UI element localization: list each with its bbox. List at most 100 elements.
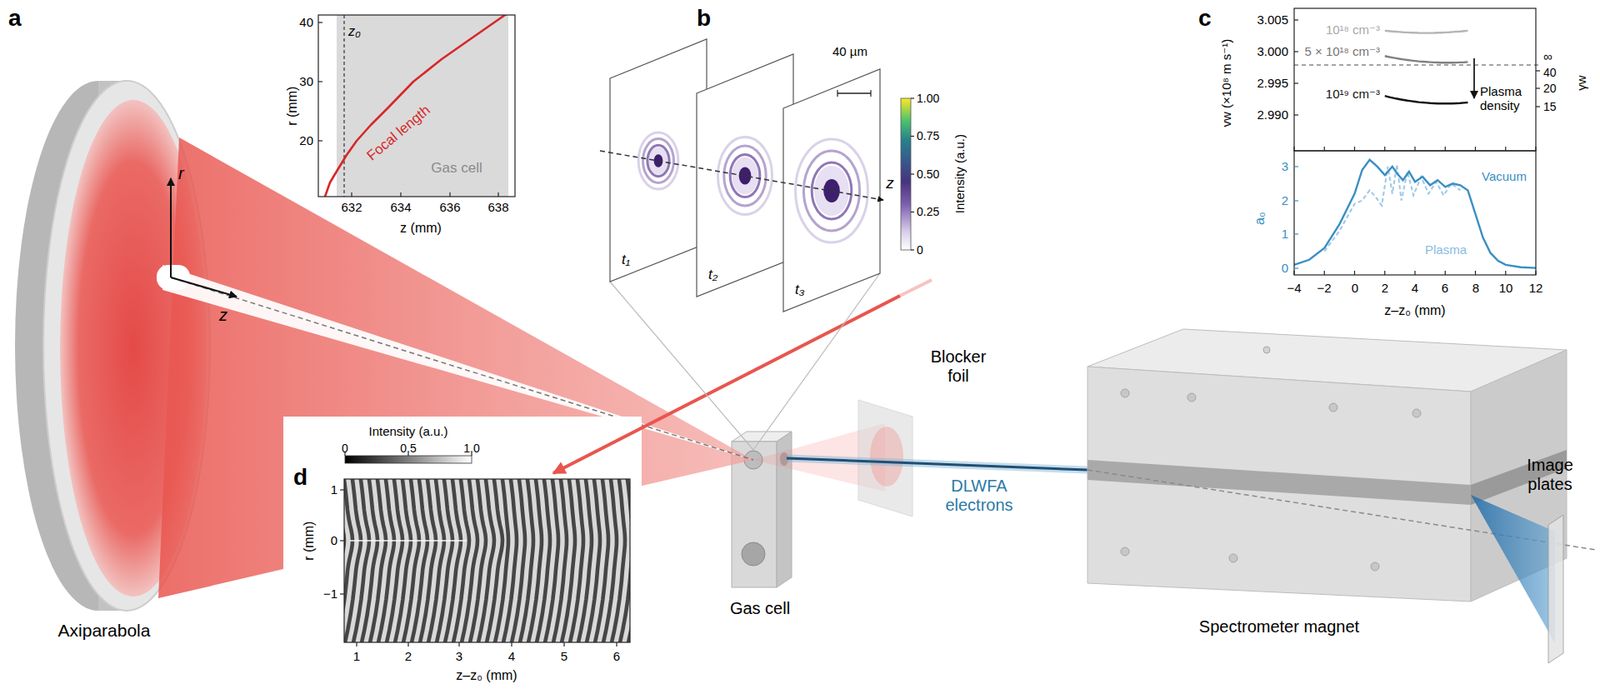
fringe (552, 479, 567, 643)
tick-mark (1294, 267, 1299, 269)
time-frame (696, 54, 794, 297)
tick-label: 2 (1281, 193, 1289, 208)
ring-halo (731, 157, 759, 195)
axis-label: r (178, 164, 185, 184)
tick-mark (355, 642, 357, 647)
tick-mark (1294, 200, 1299, 201)
tick-mark (910, 211, 915, 213)
time-label: t₂ (708, 266, 718, 284)
tick-mark (910, 135, 915, 137)
speed-of-light-line (1294, 64, 1539, 65)
tick-mark (340, 489, 345, 490)
tick-mark (318, 80, 323, 82)
panel-letter: d (293, 464, 308, 491)
tick-label: 3.005 (1256, 12, 1289, 27)
tick-mark (1354, 146, 1355, 151)
tick-mark (1294, 233, 1299, 235)
tick-mark (350, 192, 352, 197)
tick-label: 15 (1543, 100, 1557, 114)
bolt-hole (1120, 389, 1130, 398)
time-label: t₁ (621, 251, 630, 269)
fringe (510, 479, 525, 643)
tick-layer (318, 20, 1540, 647)
tick-mark (1535, 105, 1540, 107)
gas-cell-port (741, 542, 765, 566)
electron-beam (786, 458, 1088, 470)
tick-mark (1384, 146, 1385, 151)
curve-label: 10¹⁸ cm⁻³ (1325, 22, 1380, 37)
component-label: Gas cell (730, 599, 790, 619)
interferogram-frame (344, 479, 630, 643)
bolt-hole (1370, 562, 1380, 571)
tick-label: 6 (613, 649, 620, 664)
panel-background (283, 416, 642, 689)
a0-vacuum-curve (1294, 160, 1536, 269)
curve-label: Focal length (363, 102, 434, 165)
tick-label: 10 (1499, 280, 1514, 295)
axis-title: vw (×10⁸ m s⁻¹) (1219, 39, 1234, 128)
tick-label: 1 (1281, 226, 1289, 241)
tick-mark (1293, 270, 1295, 275)
velocity-curve (1385, 30, 1469, 34)
tick-mark (1294, 19, 1299, 20)
tick-label: 3 (455, 649, 463, 664)
tick-mark (340, 593, 345, 595)
tick-label: 4 (508, 649, 515, 664)
colorbar (900, 98, 911, 250)
tick-label: −4 (1286, 280, 1301, 295)
intensity-ring (730, 155, 760, 198)
tick-label: 2.995 (1256, 75, 1289, 90)
tick-label: 40 (1543, 65, 1557, 80)
intensity-ring (724, 145, 766, 206)
tick-label: 2.990 (1256, 107, 1289, 122)
tick-mark (910, 97, 915, 99)
curve-layer (325, 15, 510, 197)
tick-mark (1414, 270, 1415, 275)
velocity-curve (1385, 55, 1469, 63)
curve-label: Vacuum (1481, 169, 1527, 184)
tick-label: 8 (1472, 280, 1480, 295)
fringe (535, 479, 550, 643)
electron-beam-glow (786, 458, 1088, 470)
tick-label: 0.75 (916, 129, 940, 143)
component-label: Axiparabola (58, 620, 151, 641)
tick-label: 0 (916, 243, 924, 257)
laser-spot (870, 426, 904, 487)
component-label: Spectrometer magnet (1199, 617, 1360, 637)
panel-letter: b (696, 5, 711, 32)
tick-mark (340, 540, 345, 541)
time-label: t₃ (795, 281, 805, 299)
component-label: Blocker foil (925, 347, 992, 386)
bolt-hole (1412, 409, 1421, 418)
zoom-line (610, 281, 754, 450)
fringe-layer (344, 479, 630, 643)
tick-mark (1294, 82, 1299, 84)
tick-mark (1445, 146, 1446, 151)
tick-mark (1445, 270, 1446, 275)
plot-frame (1294, 150, 1536, 275)
tick-label: 3.000 (1256, 44, 1289, 59)
intensity-ring (717, 137, 772, 215)
fringe (502, 479, 517, 643)
tick-label: 30 (299, 74, 314, 89)
tick-label: 12 (1529, 280, 1544, 295)
component-label: Image plates (1520, 455, 1580, 495)
tick-label: 1.00 (916, 91, 940, 105)
tick-mark (1294, 165, 1299, 167)
colorbar (345, 455, 472, 464)
tick-mark (318, 21, 323, 23)
tick-mark (1535, 70, 1540, 71)
tick-mark (1505, 146, 1506, 151)
curve-label: 5 × 10¹⁸ cm⁻³ (1304, 44, 1380, 59)
axis-title: z–z₀ (mm) (1384, 303, 1445, 319)
tick-mark (910, 173, 915, 175)
fringe (619, 479, 630, 643)
tick-label: 20 (1543, 81, 1557, 95)
z0-marker-line (343, 15, 345, 197)
scale-bar (837, 92, 871, 95)
tick-mark (400, 192, 401, 197)
annotation: Plasma density (1480, 84, 1534, 114)
tick-mark (458, 642, 460, 647)
